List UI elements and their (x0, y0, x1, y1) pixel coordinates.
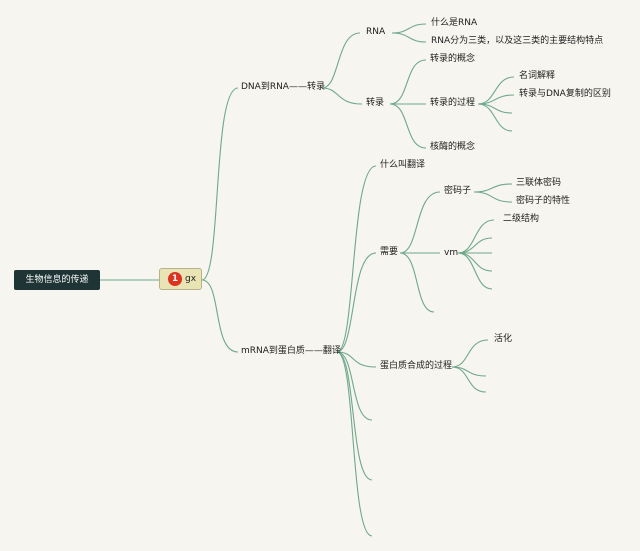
connector-vm-empty-1 (457, 237, 493, 254)
connector-transcription-zhuanlu (321, 87, 363, 105)
connector-rna-child-2 (391, 32, 427, 43)
node-transcription-concept[interactable]: 转录的概念 (430, 54, 476, 64)
number-badge-icon: 1 (168, 272, 182, 286)
node-need[interactable]: 需要 (380, 247, 399, 257)
connector-zhuanlu-concept (389, 59, 427, 105)
connector-vm-child-1 (457, 219, 495, 254)
node-rna-child-1[interactable]: 什么是RNA (431, 18, 478, 28)
connector-codon-child-1 (473, 183, 513, 193)
connector-rna-child-1 (391, 23, 427, 34)
node-codon[interactable]: 密码子 (444, 186, 472, 196)
connector-vm-empty-4 (457, 252, 493, 290)
connector-translation-empty-1 (336, 351, 373, 421)
connector-need-empty (399, 252, 435, 313)
node-rna-child-2[interactable]: RNA分为三类，以及这三类的主要结构特点 (431, 36, 604, 46)
node-vm[interactable]: vm (444, 248, 459, 258)
node-synthesis-process[interactable]: 蛋白质合成的过程 (380, 361, 453, 371)
node-zhuanlu[interactable]: 转录 (366, 98, 385, 108)
connector-vm-empty-3 (457, 252, 493, 272)
node-rna[interactable]: RNA (366, 27, 386, 37)
node-codon-child-2[interactable]: 密码子的特性 (516, 196, 571, 206)
node-transcription[interactable]: DNA到RNA——转录 (241, 82, 325, 92)
connector-translation-empty-3 (336, 351, 373, 537)
node-what-is-translation[interactable]: 什么叫翻译 (380, 160, 426, 170)
connector-translation-what (336, 165, 377, 353)
connector-synthesis-child-1 (451, 339, 489, 368)
connector-zhuanlu-enzyme (389, 103, 427, 149)
root-node[interactable]: 生物信息的传递 (14, 270, 100, 290)
hub-node-label: gx (185, 274, 197, 284)
connector-translation-synthesis (336, 351, 377, 368)
node-vm-child-1[interactable]: 二级结构 (503, 214, 540, 224)
node-synthesis-child-1[interactable]: 活化 (494, 334, 513, 344)
connector-process-child-1 (477, 76, 515, 105)
node-codon-child-1[interactable]: 三联体密码 (516, 178, 562, 188)
connector-transcription-rna (321, 32, 361, 89)
node-transcription-process[interactable]: 转录的过程 (430, 98, 476, 108)
connector-process-empty-2 (477, 103, 513, 132)
connector-hub-transcription (201, 87, 239, 281)
connector-need-codon (399, 191, 441, 254)
hub-node[interactable]: 1 gx (159, 268, 202, 290)
connector-hub-translation (201, 279, 239, 353)
connector-translation-need (336, 252, 377, 353)
node-enzyme-concept[interactable]: 核酶的概念 (430, 142, 476, 152)
connector-translation-empty-2 (336, 351, 373, 481)
connector-synthesis-empty-2 (451, 366, 487, 393)
node-process-child-1[interactable]: 名词解释 (519, 71, 556, 81)
node-process-child-2[interactable]: 转录与DNA复制的区别 (519, 89, 611, 99)
node-translation[interactable]: mRNA到蛋白质——翻译 (241, 346, 341, 356)
connector-codon-child-2 (473, 191, 513, 203)
